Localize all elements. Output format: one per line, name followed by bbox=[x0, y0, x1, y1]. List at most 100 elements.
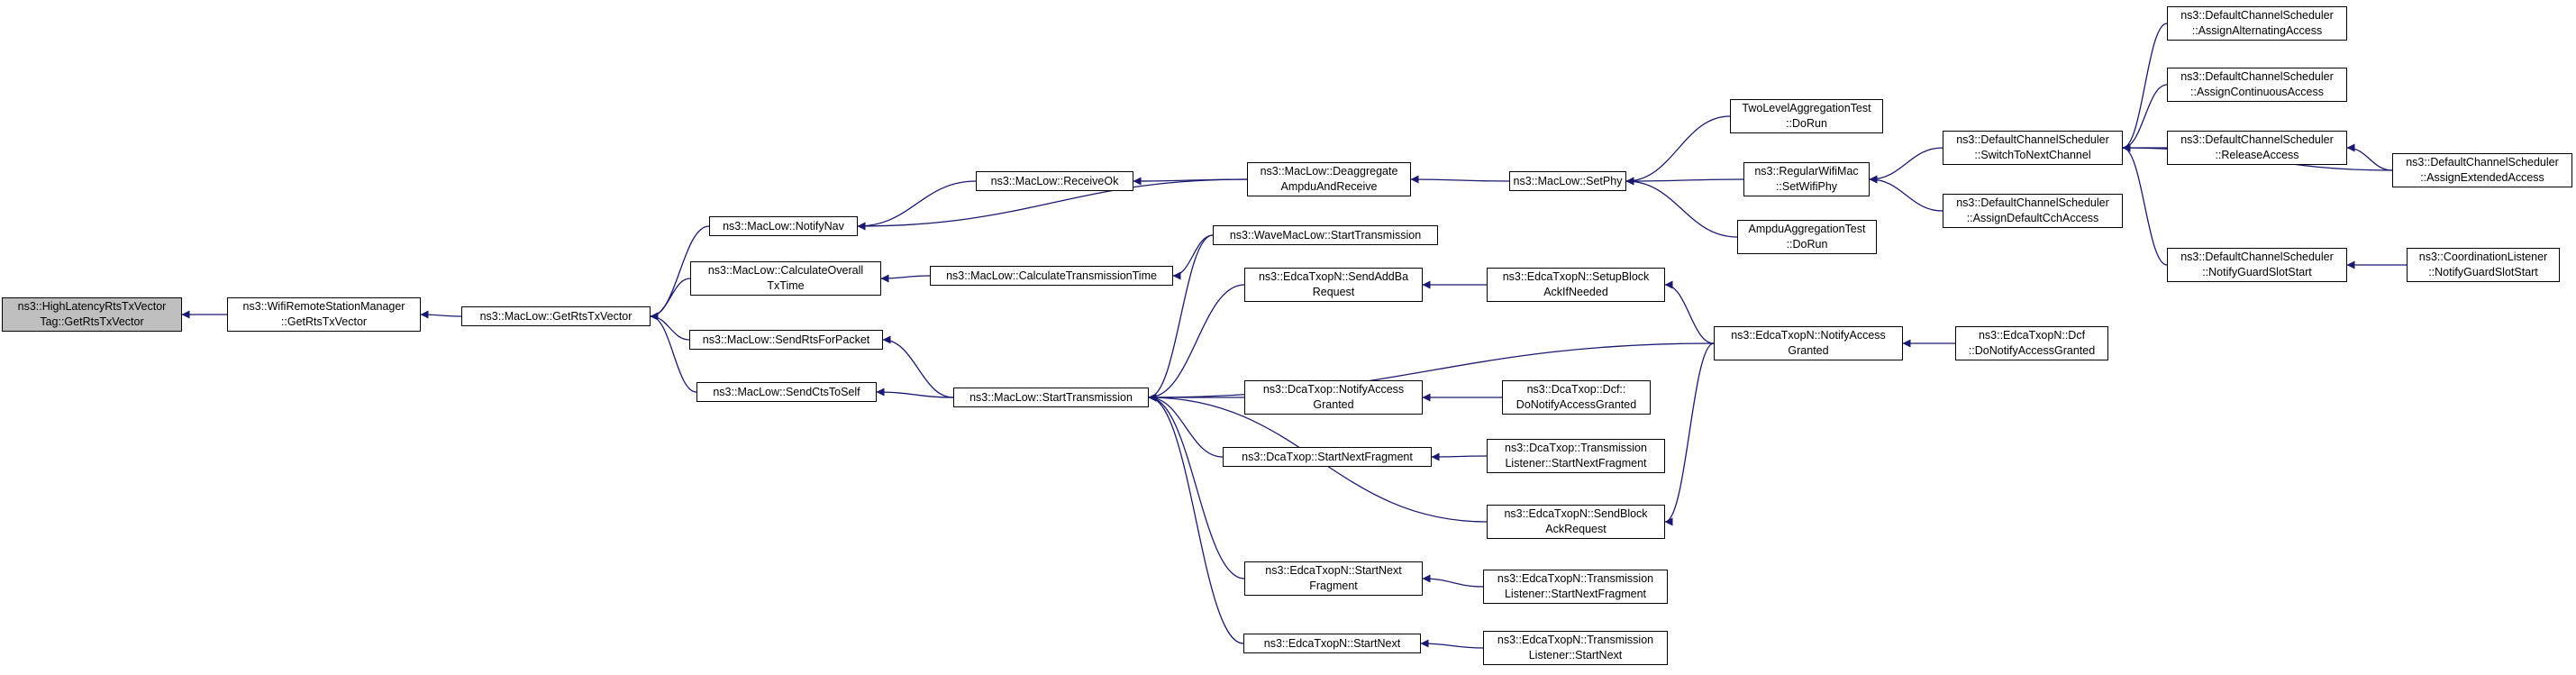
graph-node-label: ns3::DcaTxop::Transmission bbox=[1505, 442, 1647, 454]
graph-node-label: ns3::MacLow::ReceiveOk bbox=[990, 174, 1119, 187]
graph-node-label: ns3::EdcaTxopN::Transmission bbox=[1497, 572, 1654, 585]
graph-node-calctrans[interactable]: ns3::MacLow::CalculateTransmissionTime bbox=[930, 266, 1173, 286]
graph-node-label: ::AssignDefaultCchAccess bbox=[1966, 212, 2099, 224]
edge-edcanotify-to-setupblock bbox=[1664, 280, 1715, 344]
graph-node-assignext[interactable]: ns3::DefaultChannelScheduler::AssignExte… bbox=[2392, 153, 2572, 187]
edge-sendcts-to-getrts bbox=[650, 312, 697, 393]
graph-node-label: Granted bbox=[1313, 398, 1354, 411]
graph-node-label: ns3::EdcaTxopN::SendAddBa bbox=[1258, 270, 1409, 283]
edge-edcastartnextfrag-to-starttrans bbox=[1148, 393, 1245, 579]
graph-node-label: ns3::HighLatencyRtsTxVector bbox=[17, 300, 167, 313]
graph-node-label: ns3::MacLow::Deaggregate bbox=[1260, 165, 1398, 178]
edge-assigndefault-to-regularwifi bbox=[1869, 175, 1943, 212]
edge-receiveok-to-notifynav bbox=[857, 180, 977, 231]
graph-node-label: ::NotifyGuardSlotStart bbox=[2428, 266, 2538, 278]
graph-node-switchnext[interactable]: ns3::DefaultChannelScheduler::SwitchToNe… bbox=[1943, 131, 2123, 165]
graph-node-label: ns3::MacLow::SendRtsForPacket bbox=[702, 333, 870, 346]
graph-node-label: ::DoRun bbox=[1786, 117, 1827, 130]
graph-node-edcastartnext[interactable]: ns3::EdcaTxopN::StartNext bbox=[1243, 634, 1421, 653]
edge-switchnext-to-regularwifi bbox=[1869, 147, 1943, 184]
edge-edcatlfrag-to-edcastartnextfrag bbox=[1422, 574, 1484, 588]
edge-calctrans-to-calcoverall bbox=[880, 274, 931, 283]
graph-node-label: ns3::DefaultChannelScheduler bbox=[1956, 196, 2109, 209]
graph-node-dcastartnext[interactable]: ns3::DcaTxop::StartNextFragment bbox=[1223, 447, 1432, 467]
graph-node-receiveok[interactable]: ns3::MacLow::ReceiveOk bbox=[976, 171, 1133, 191]
graph-node-twolevel[interactable]: TwoLevelAggregationTest::DoRun bbox=[1730, 99, 1883, 133]
graph-node-label: ns3::EdcaTxopN::SendBlock bbox=[1504, 507, 1648, 520]
graph-node-assigncont[interactable]: ns3::DefaultChannelScheduler::AssignCont… bbox=[2167, 68, 2347, 102]
graph-node-label: TwoLevelAggregationTest bbox=[1742, 102, 1871, 114]
graph-node-label: ns3::MacLow::StartTransmission bbox=[969, 390, 1133, 404]
graph-node-regularwifi[interactable]: ns3::RegularWifiMac::SetWifiPhy bbox=[1743, 162, 1870, 196]
graph-node-getrts[interactable]: ns3::MacLow::GetRtsTxVector bbox=[461, 306, 651, 326]
edge-notifyguard-to-switchnext bbox=[2122, 143, 2168, 266]
edge-assignalt-to-switchnext bbox=[2122, 23, 2168, 152]
graph-node-label: ns3::MacLow::CalculateOverall bbox=[707, 264, 864, 277]
graph-node-label: ns3::RegularWifiMac bbox=[1754, 165, 1859, 178]
edge-deagg-to-receiveok bbox=[1133, 177, 1248, 186]
graph-node-label: ns3::EdcaTxopN::StartNext bbox=[1263, 636, 1401, 650]
graph-node-label: ::NotifyGuardSlotStart bbox=[2202, 266, 2312, 278]
graph-node-label: ns3::DcaTxop::NotifyAccess bbox=[1262, 383, 1405, 396]
graph-node-dcfnotify[interactable]: ns3::DcaTxop::Dcf::DoNotifyAccessGranted bbox=[1502, 380, 1651, 415]
graph-node-label: ns3::DefaultChannelScheduler bbox=[2406, 156, 2559, 169]
graph-node-label: Listener::StartNextFragment bbox=[1505, 457, 1647, 470]
graph-node-notifyguard[interactable]: ns3::DefaultChannelScheduler::NotifyGuar… bbox=[2167, 248, 2347, 282]
graph-node-setphy[interactable]: ns3::MacLow::SetPhy bbox=[1509, 171, 1626, 191]
graph-node-label: Listener::StartNextFragment bbox=[1504, 588, 1646, 600]
edge-twolevel-to-setphy bbox=[1625, 115, 1731, 186]
graph-node-wrsm[interactable]: ns3::WifiRemoteStationManager::GetRtsTxV… bbox=[227, 297, 421, 332]
graph-node-label: ::AssignContinuousAccess bbox=[2190, 86, 2324, 98]
graph-node-release[interactable]: ns3::DefaultChannelScheduler::ReleaseAcc… bbox=[2167, 131, 2347, 165]
edge-edcatlnext-to-edcastartnext bbox=[1420, 639, 1484, 649]
graph-node-label: ::AssignExtendedAccess bbox=[2420, 171, 2544, 184]
graph-node-notifynav[interactable]: ns3::MacLow::NotifyNav bbox=[709, 216, 858, 236]
edge-starttrans-to-sendcts bbox=[876, 388, 954, 398]
graph-node-label: Fragment bbox=[1309, 579, 1358, 592]
graph-node-label: ns3::MacLow::GetRtsTxVector bbox=[479, 309, 633, 323]
graph-node-edcadcf[interactable]: ns3::EdcaTxopN::Dcf::DoNotifyAccessGrant… bbox=[1955, 326, 2108, 360]
graph-node-starttrans[interactable]: ns3::MacLow::StartTransmission bbox=[953, 388, 1149, 407]
edge-starttrans-to-sendrts bbox=[882, 335, 954, 398]
graph-node-label: ns3::WaveMacLow::StartTransmission bbox=[1229, 228, 1422, 242]
graph-node-label: ns3::EdcaTxopN::NotifyAccess bbox=[1731, 329, 1886, 342]
graph-node-sendcts[interactable]: ns3::MacLow::SendCtsToSelf bbox=[696, 382, 877, 402]
graph-node-label: ::DoRun bbox=[1786, 238, 1828, 251]
graph-node-coordlistener[interactable]: ns3::CoordinationListener::NotifyGuardSl… bbox=[2407, 248, 2560, 282]
edge-dcastartnext-to-starttrans bbox=[1148, 393, 1224, 458]
graph-node-wavestart[interactable]: ns3::WaveMacLow::StartTransmission bbox=[1213, 225, 1438, 245]
graph-node-label: ns3::DcaTxop::Dcf:: bbox=[1526, 383, 1626, 396]
graph-node-label: TxTime bbox=[767, 279, 805, 292]
graph-node-label: ::SwitchToNextChannel bbox=[1974, 149, 2091, 161]
edge-regularwifi-to-setphy bbox=[1625, 177, 1744, 186]
graph-node-label: ns3::EdcaTxopN::Transmission bbox=[1497, 634, 1654, 646]
graph-node-label: DoNotifyAccessGranted bbox=[1516, 398, 1637, 411]
graph-node-ampduagg[interactable]: AmpduAggregationTest::DoRun bbox=[1737, 220, 1877, 254]
graph-node-label: ns3::EdcaTxopN::SetupBlock bbox=[1502, 270, 1650, 283]
graph-node-label: ns3::MacLow::CalculateTransmissionTime bbox=[946, 269, 1157, 282]
graph-node-assigndefault[interactable]: ns3::DefaultChannelScheduler::AssignDefa… bbox=[1943, 194, 2123, 228]
graph-node-label: ns3::EdcaTxopN::Dcf bbox=[1978, 329, 2086, 342]
graph-node-label: Tag::GetRtsTxVector bbox=[40, 315, 144, 328]
graph-node-assignalt[interactable]: ns3::DefaultChannelScheduler::AssignAlte… bbox=[2167, 6, 2347, 41]
edge-wavestart-to-starttrans bbox=[1148, 234, 1214, 402]
edge-assignext-to-release bbox=[2346, 143, 2393, 171]
graph-node-label: AmpduAggregationTest bbox=[1748, 223, 1866, 235]
graph-node-sendrts[interactable]: ns3::MacLow::SendRtsForPacket bbox=[689, 330, 883, 350]
edge-deagg-to-notifynav bbox=[857, 178, 1248, 231]
graph-node-label: ns3::DefaultChannelScheduler bbox=[1956, 133, 2109, 146]
